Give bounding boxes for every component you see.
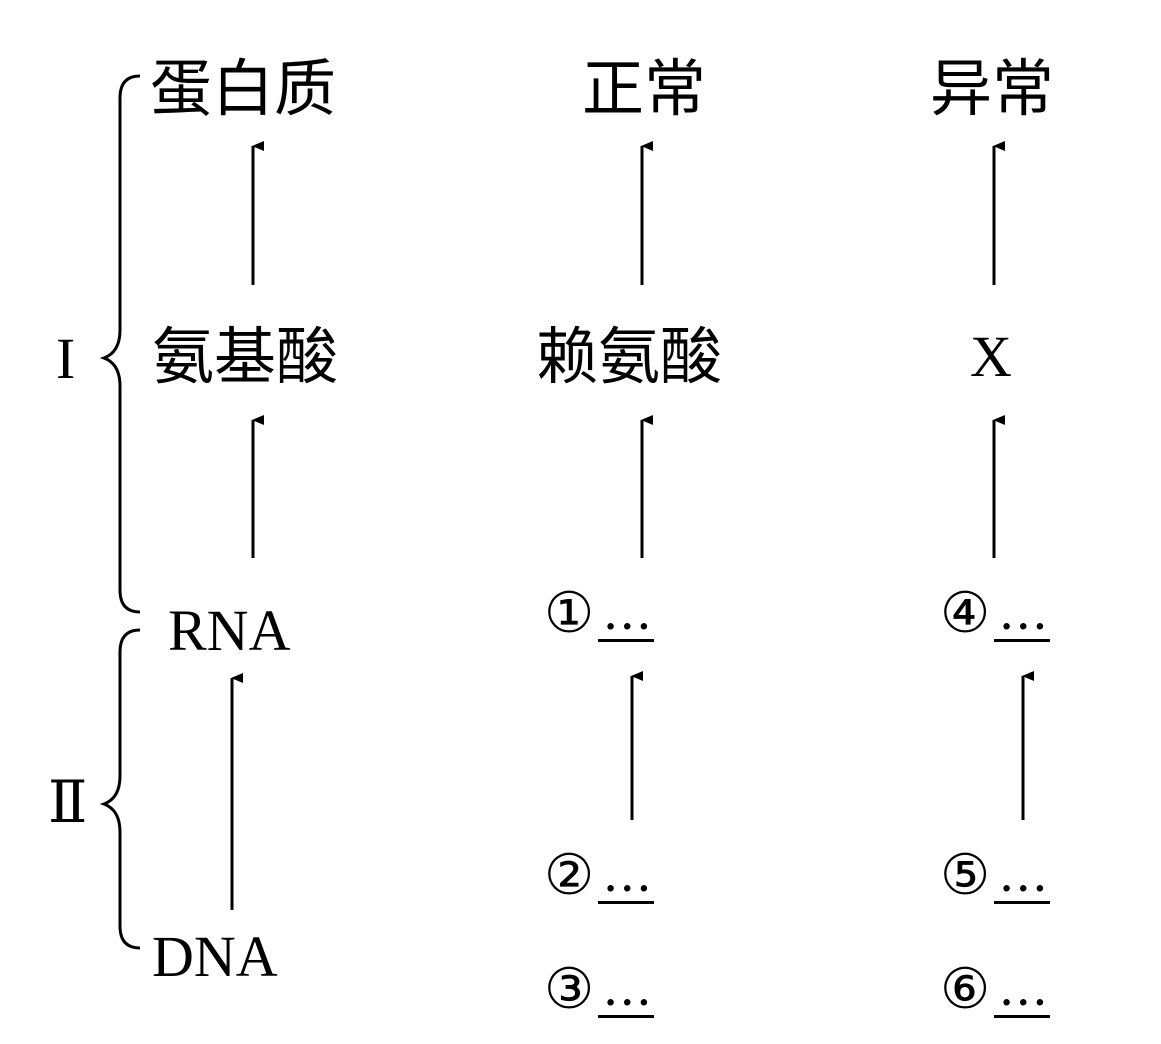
item-2-blank: … <box>598 849 655 904</box>
rna-label: RNA <box>168 598 291 663</box>
item-2-mark: ② <box>544 843 595 908</box>
item-4: ④ … <box>940 581 1051 646</box>
item-3-mark: ③ <box>544 957 595 1022</box>
item-5-mark: ⑤ <box>940 843 991 908</box>
item-1: ① … <box>544 581 655 646</box>
abnormal-label: 异常 <box>930 52 1055 125</box>
item-3-blank: … <box>598 963 655 1018</box>
lysine-label: 赖氨酸 <box>536 320 723 393</box>
stage-2-label: Ⅱ <box>48 770 88 835</box>
item-5: ⑤ … <box>940 843 1051 908</box>
item-1-mark: ① <box>544 581 595 646</box>
x-label: X <box>970 324 1012 389</box>
normal-label: 正常 <box>582 52 707 125</box>
item-1-blank: … <box>598 587 655 642</box>
item-4-mark: ④ <box>940 581 991 646</box>
stage-1-label: I <box>56 326 76 391</box>
item-6-blank: … <box>994 963 1051 1018</box>
item-6-mark: ⑥ <box>940 957 991 1022</box>
item-4-blank: … <box>994 587 1051 642</box>
item-3: ③ … <box>544 957 655 1022</box>
dna-label: DNA <box>152 924 278 989</box>
brace-stage-2 <box>99 628 141 950</box>
amino-acid-label: 氨基酸 <box>152 320 339 393</box>
item-6: ⑥ … <box>940 957 1051 1022</box>
item-5-blank: … <box>994 849 1051 904</box>
protein-label: 蛋白质 <box>150 52 337 125</box>
brace-stage-1 <box>99 74 141 614</box>
item-2: ② … <box>544 843 655 908</box>
